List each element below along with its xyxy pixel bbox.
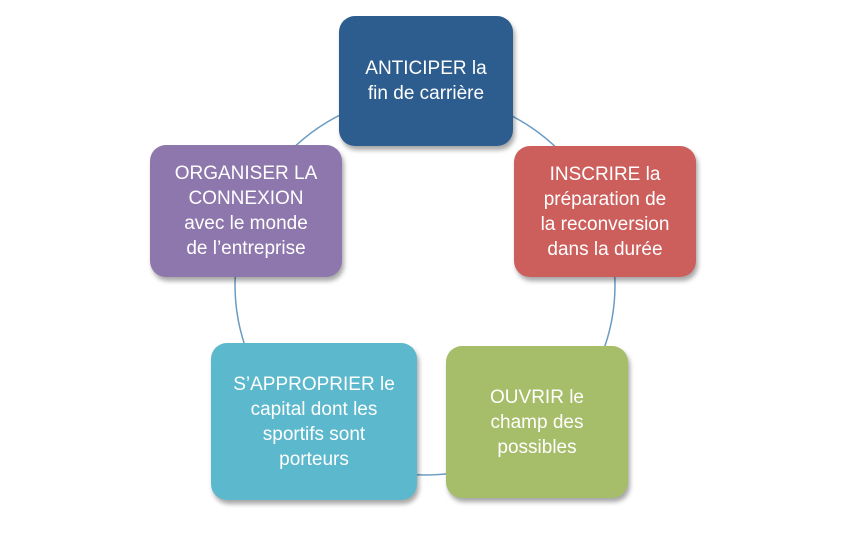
node-anticiper-label: ANTICIPER la fin de carrière <box>365 58 487 104</box>
node-organiser-label: ORGANISER LA CONNEXION avec le monde de … <box>174 163 318 259</box>
node-ouvrir-label: OUVRIR le champ des possibles <box>490 386 584 458</box>
node-approprier: S’APPROPRIER le capital dont les sportif… <box>211 343 417 500</box>
node-organiser: ORGANISER LA CONNEXION avec le monde de … <box>150 145 342 277</box>
node-ouvrir: OUVRIR le champ des possibles <box>446 346 628 498</box>
node-inscrire: INSCRIRE la préparation de la reconversi… <box>514 146 696 277</box>
node-anticiper: ANTICIPER la fin de carrière <box>339 16 513 146</box>
node-inscrire-label: INSCRIRE la préparation de la reconversi… <box>540 163 670 260</box>
node-approprier-label: S’APPROPRIER le capital dont les sportif… <box>233 373 395 470</box>
